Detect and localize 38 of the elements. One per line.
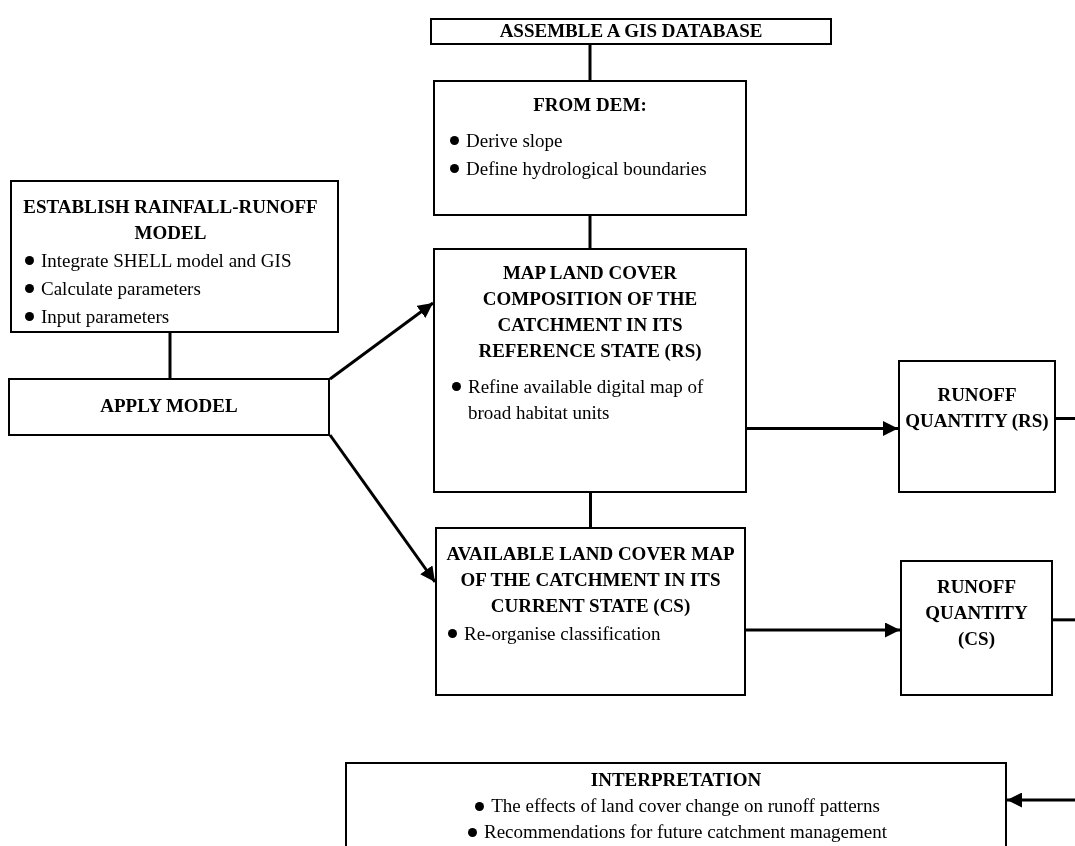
- process-box: [435, 527, 746, 696]
- arrow: [329, 301, 434, 381]
- process-box: [900, 560, 1053, 696]
- arrow: [1007, 792, 1075, 808]
- process-box: [430, 18, 832, 45]
- box-heading: RUNOFF QUANTITY (CS): [924, 575, 1029, 651]
- process-box: [433, 80, 747, 216]
- bullet-text: Recommendations for future catchment management: [483, 820, 888, 844]
- box-heading: ASSEMBLE A GIS DATABASE: [499, 18, 763, 43]
- connector-line: [588, 45, 592, 80]
- bullet-text: Derive slope: [466, 129, 563, 153]
- connector-line: [589, 493, 592, 527]
- connector-line: [1056, 417, 1075, 420]
- process-box: [8, 378, 330, 436]
- arrow: [746, 622, 900, 638]
- process-box: [10, 180, 339, 333]
- arrow: [747, 421, 898, 436]
- bullet-text: Integrate SHELL model and GIS: [41, 249, 292, 273]
- bullet-text: Input parameters: [41, 305, 170, 329]
- box-heading: RUNOFF QUANTITY (RS): [904, 383, 1050, 433]
- bullet-text: The effects of land cover change on runoff patterns: [491, 794, 880, 818]
- bullet-text: Define hydrological boundaries: [466, 157, 707, 181]
- box-heading: FROM DEM:: [532, 93, 648, 117]
- process-box: [433, 248, 747, 493]
- connector-line: [168, 333, 172, 378]
- process-box: [345, 762, 1007, 846]
- process-box: [898, 360, 1056, 493]
- bullet-text: Re-organise classification: [464, 622, 661, 646]
- bullet-text: Calculate parameters: [41, 277, 201, 301]
- bullet-text: Refine available digital map of broad habitat units: [468, 375, 705, 425]
- box-heading: MAP LAND COVER COMPOSITION OF THE CATCHMENT IN ITS REFERENCE STATE (RS): [477, 261, 703, 363]
- box-heading: AVAILABLE LAND COVER MAP OF THE CATCHMENT IN ITS CURRENT STATE (CS): [445, 542, 736, 618]
- box-heading: ESTABLISH RAINFALL-RUNOFF MODEL: [22, 195, 319, 245]
- connector-line: [1053, 618, 1075, 622]
- box-heading: INTERPRETATION: [589, 768, 763, 792]
- connector-line: [588, 216, 592, 248]
- arrow: [328, 434, 437, 583]
- box-heading: APPLY MODEL: [100, 394, 238, 418]
